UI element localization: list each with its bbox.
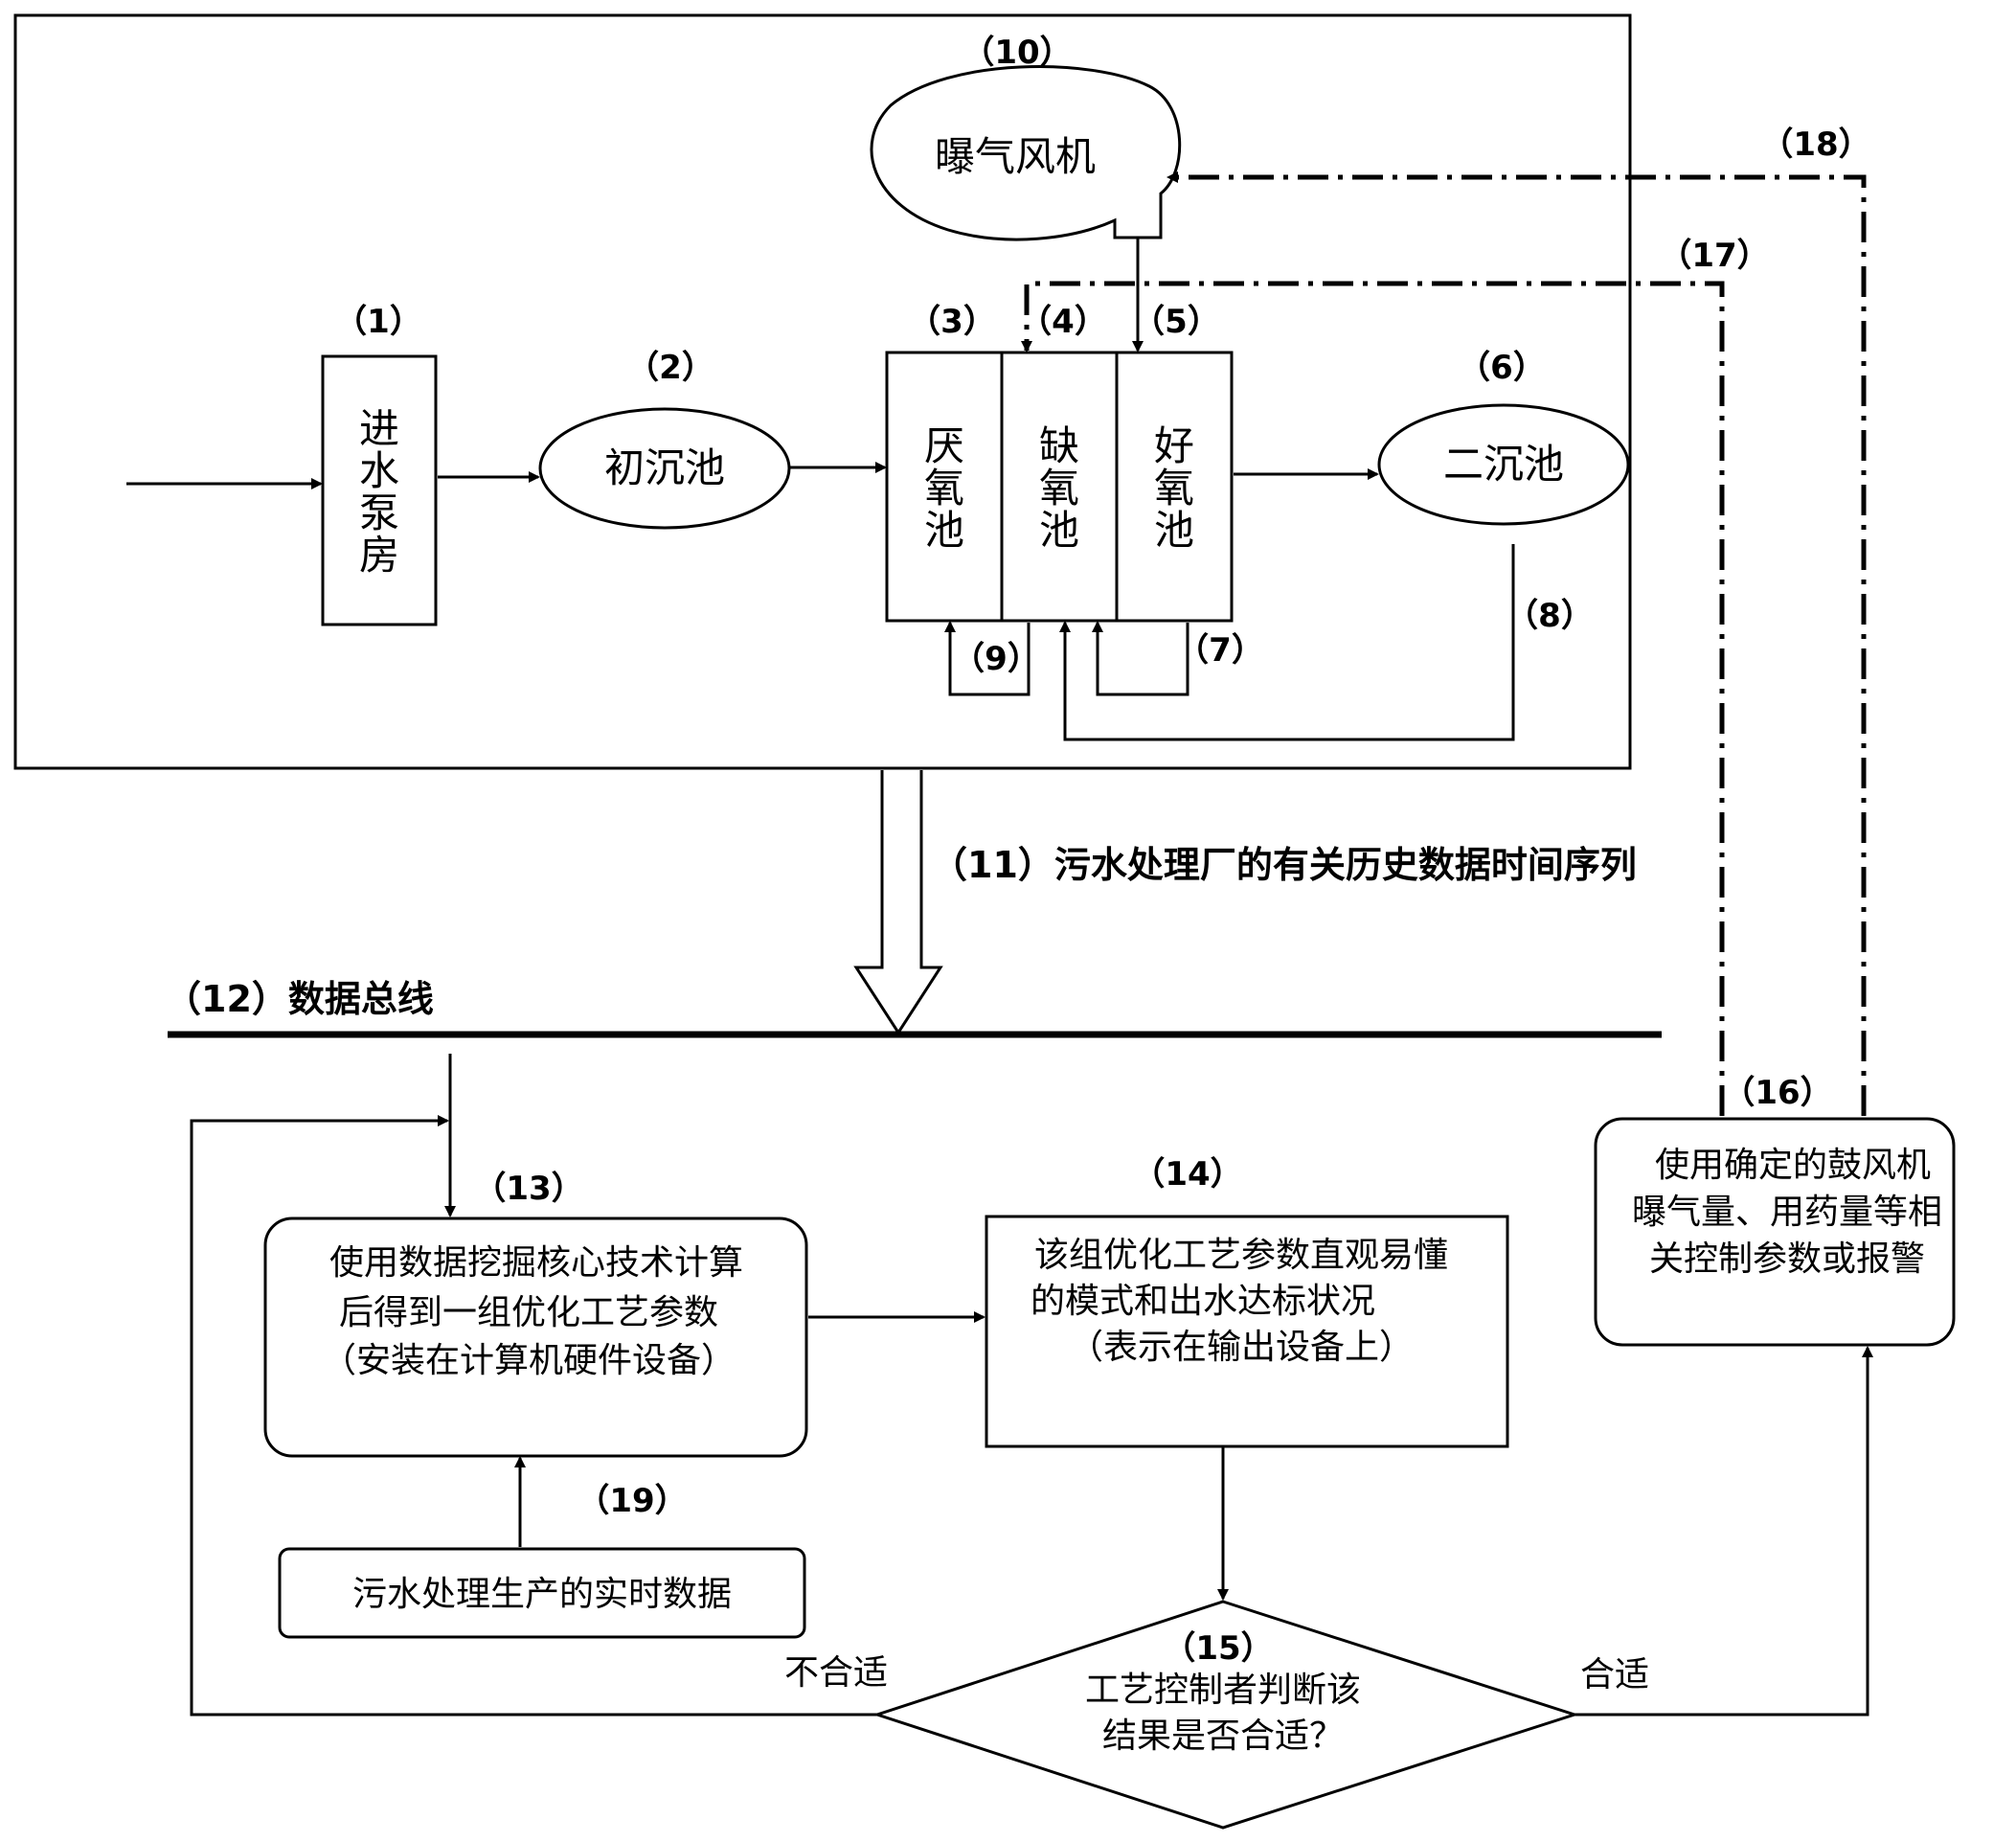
secondary-clarifier-number: （6） (1458, 349, 1546, 387)
control-17-label: （17） (1659, 237, 1769, 275)
plant-boundary (13, 13, 1632, 770)
data-mining-number: （13） (473, 1170, 583, 1208)
aeration-blower-label: 曝气风机 (935, 133, 1096, 180)
data-mining-line-2: 后得到一组优化工艺参数 (339, 1293, 718, 1332)
control-params-number: （16） (1722, 1074, 1832, 1112)
pump-room-char-2: 水 (359, 447, 399, 494)
aeration-blower-node: （10） 曝气风机 (870, 34, 1182, 241)
aerobic-char-2: 氧 (1154, 465, 1194, 512)
realtime-data-box (278, 1547, 806, 1639)
anaerobic-char-1: 厌 (924, 422, 964, 469)
not-suitable-label: 不合适 (784, 1653, 888, 1693)
anaerobic-char-2: 氧 (924, 465, 964, 512)
decision-number: （15） (1163, 1629, 1273, 1668)
anoxic-char-3: 池 (1039, 507, 1079, 554)
aeration-blower-shape (870, 65, 1182, 241)
aerobic-char-1: 好 (1154, 422, 1194, 469)
control-18-label: （18） (1760, 125, 1870, 164)
pump-room-char-4: 房 (359, 532, 399, 579)
aerobic-char-3: 池 (1154, 507, 1194, 554)
pattern-output-number: （14） (1132, 1155, 1242, 1194)
recycle-8-line (1059, 544, 1515, 741)
realtime-data-node: （19） 污水处理生产的实时数据 (278, 1482, 806, 1639)
pump-room-number: （1） (334, 303, 422, 341)
decision-line-1: 工艺控制者判断该 (1085, 1671, 1361, 1710)
primary-clarifier-number: （2） (626, 349, 714, 387)
recycle-9-line (944, 621, 1031, 696)
primary-clarifier-ellipse (538, 407, 791, 530)
pattern-output-box (985, 1215, 1509, 1448)
recycle-9-label: （9） (952, 640, 1040, 678)
pattern-output-line-3: （表示在输出设备上） (1069, 1328, 1414, 1367)
control-params-line-3: 关控制参数或报警 (1649, 1239, 1925, 1279)
aerobic-tank-number: （5） (1132, 303, 1220, 341)
pattern-output-line-1: 该组优化工艺参数直观易懂 (1034, 1236, 1448, 1275)
data-mining-line-3: （安装在计算机硬件设备） (322, 1341, 736, 1380)
history-data-arrow (853, 770, 943, 1035)
main-flow-arrows (126, 238, 1379, 489)
anaerobic-char-3: 池 (924, 507, 964, 554)
primary-clarifier-node: （2） 初沉池 (538, 349, 791, 530)
pattern-output-line-2: 的模式和出水达标状况 (1031, 1282, 1375, 1321)
anoxic-char-1: 缺 (1039, 422, 1079, 469)
data-mining-line-1: 使用数据挖掘核心技术计算 (329, 1243, 743, 1283)
bioreactor-tanks: （3） （4） （5） 厌 氧 池 缺 氧 池 好 氧 池 (885, 303, 1234, 623)
suitable-arrow (1574, 1346, 1873, 1717)
suitable-label: 合适 (1580, 1655, 1649, 1694)
decision-node: （15） 工艺控制者判断该 结果是否合适？ (872, 1600, 1579, 1830)
primary-clarifier-label: 初沉池 (604, 444, 725, 491)
control-params-line-2: 曝气量、用药量等相 (1632, 1193, 1942, 1232)
recycle-8-label: （8） (1506, 597, 1594, 635)
recycle-7-line (1092, 621, 1189, 696)
control-signal-lines (1021, 171, 1867, 1116)
data-mining-node: （13） 使用数据挖掘核心技术计算 后得到一组优化工艺参数 （安装在计算机硬件设… (263, 1170, 808, 1458)
pump-room-char-1: 进 (359, 405, 399, 452)
lower-flow-arrows (190, 1054, 1873, 1717)
history-data-label: （11）污水处理厂的有关历史数据时间序列 (931, 844, 1637, 886)
secondary-clarifier-label: 二沉池 (1443, 441, 1564, 488)
pump-room-node: （1） 进 水 泵 房 (321, 303, 438, 626)
control-18-line (1167, 171, 1867, 1116)
decision-line-2: 结果是否合适？ (1102, 1717, 1344, 1756)
pump-room-box (321, 354, 438, 626)
anoxic-char-2: 氧 (1039, 465, 1079, 512)
pattern-output-node: （14） 该组优化工艺参数直观易懂 的模式和出水达标状况 （表示在输出设备上） (985, 1155, 1509, 1448)
secondary-clarifier-ellipse (1377, 403, 1630, 526)
recycle-loops (944, 544, 1515, 741)
recycle-7-label: （7） (1176, 631, 1264, 670)
control-params-line-1: 使用确定的鼓风机 (1655, 1146, 1931, 1185)
realtime-data-number: （19） (577, 1482, 687, 1520)
anaerobic-tank-number: （3） (908, 303, 996, 341)
realtime-data-label: 污水处理生产的实时数据 (352, 1575, 732, 1614)
decision-diamond (872, 1600, 1579, 1830)
secondary-clarifier-node: （6） 二沉池 (1377, 349, 1630, 526)
tanks-outline (885, 351, 1234, 623)
control-params-node: （16） 使用确定的鼓风机 曝气量、用药量等相 关控制参数或报警 (1594, 1074, 1956, 1347)
not-suitable-feedback-arrow (190, 1115, 877, 1717)
pump-room-char-3: 泵 (359, 489, 399, 536)
control-params-box (1594, 1117, 1956, 1347)
data-mining-box (263, 1217, 808, 1458)
data-bus-label: （12）数据总线 (165, 978, 434, 1020)
anoxic-tank-number: （4） (1019, 303, 1107, 341)
